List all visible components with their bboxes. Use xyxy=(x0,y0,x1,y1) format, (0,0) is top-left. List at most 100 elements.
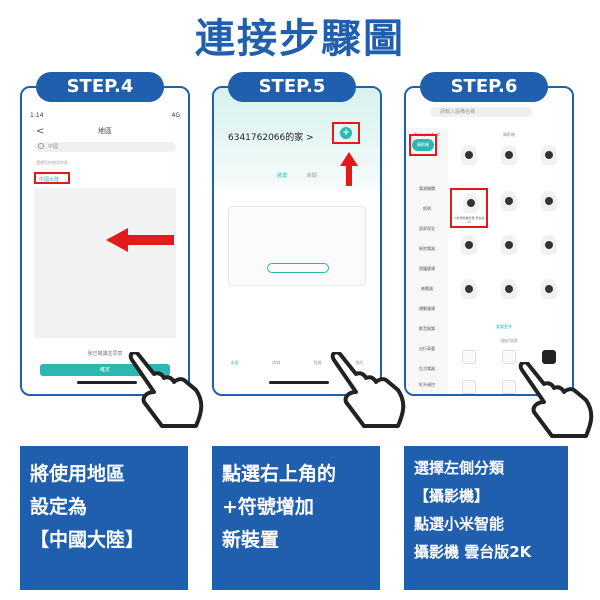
step-5-desc-line: 新裝置 xyxy=(222,529,280,551)
region-header: < 地區 xyxy=(22,126,188,154)
sidebar-item-kitchen[interactable]: 廚房電器 xyxy=(419,246,435,251)
nav-home[interactable]: 米家 xyxy=(230,360,239,365)
region-search-text: 中國 xyxy=(48,144,59,150)
camera-icon xyxy=(501,235,517,255)
step-6-desc-line: 【攝影機】 xyxy=(414,487,490,505)
sidebar-item-camera[interactable]: 攝影機 xyxy=(412,139,434,151)
step-6-desc-line: 點選小米智能 xyxy=(414,515,505,533)
sidebar-item-appliance[interactable]: 生活電器 xyxy=(419,366,435,371)
agreement-checkbox[interactable]: 我已閱讀並同意 xyxy=(87,351,123,357)
step-4-label: STEP.4 xyxy=(36,72,164,102)
step-6-label: STEP.6 xyxy=(420,72,548,102)
step-4-column: STEP.4 1:14 4G < 地區 中國 選擇您的使用地區 中國大陸 我已閱… xyxy=(20,72,198,402)
camera-icon xyxy=(461,235,477,255)
add-device-highlight: + xyxy=(332,122,360,144)
add-device-card-button[interactable] xyxy=(267,263,329,273)
sidebar-item-health[interactable]: 個護健康 xyxy=(419,266,435,271)
plug-product[interactable] xyxy=(462,380,476,394)
camera-icon xyxy=(501,191,517,211)
category-camera-highlight: 攝影機 xyxy=(409,134,437,156)
region-hint: 選擇您的使用地區 xyxy=(36,160,68,165)
step-4-desc-line: 【中國大陸】 xyxy=(30,529,145,551)
tab-devices[interactable]: 裝置 xyxy=(277,173,288,179)
camera-product[interactable] xyxy=(450,232,488,272)
sidebar-item-sensor[interactable]: 感應器 xyxy=(421,286,433,291)
section-plug-title: 插座/插頭 xyxy=(500,338,518,343)
home-indicator xyxy=(269,381,329,384)
camera-icon xyxy=(461,145,477,165)
step-5-desc-line: +符號增加 xyxy=(222,496,314,518)
plug-product[interactable] xyxy=(462,350,476,364)
sidebar-item-media[interactable]: 影音娛樂 xyxy=(419,326,435,331)
camera-icon xyxy=(461,279,477,299)
plug-product[interactable] xyxy=(542,350,556,364)
sidebar-item-ir[interactable]: 紅外遙控 xyxy=(419,382,435,387)
region-option-selected[interactable]: 中國大陸 xyxy=(34,172,70,184)
region-list xyxy=(34,188,176,338)
highlighted-product-name: 小米智能攝影機 雲台版2K xyxy=(453,216,485,224)
camera-icon xyxy=(501,279,517,299)
camera-product[interactable] xyxy=(530,142,568,182)
camera-icon xyxy=(541,145,557,165)
status-bar: 1:14 4G xyxy=(30,112,180,119)
nav-store[interactable]: 商城 xyxy=(272,360,281,365)
home-header-background xyxy=(214,88,380,188)
sidebar-item-security[interactable]: 居家保全 xyxy=(419,226,435,231)
step-4-phone-screenshot: 1:14 4G < 地區 中國 選擇您的使用地區 中國大陸 我已閱讀並同意 確定 xyxy=(20,86,190,396)
search-icon xyxy=(38,143,44,149)
camera-icon xyxy=(501,145,517,165)
pointing-hand-icon xyxy=(128,352,204,428)
camera-icon xyxy=(463,193,479,213)
camera-product[interactable] xyxy=(530,188,568,228)
nav-profile[interactable]: 我的 xyxy=(355,360,364,365)
sidebar-item-power[interactable]: 電源開關 xyxy=(419,186,435,191)
camera-product-highlighted[interactable]: 小米智能攝影機 雲台版2K xyxy=(450,188,488,228)
red-arrow-icon xyxy=(340,152,358,186)
camera-product[interactable] xyxy=(490,232,528,272)
step-6-desc-line: 選擇左側分類 xyxy=(414,459,505,477)
category-sidebar: New product 電源開關 照明 居家保全 廚房電器 個護健康 感應器 運… xyxy=(406,128,448,394)
step-5-desc-line: 點選右上角的 xyxy=(222,463,337,485)
step-5-label: STEP.5 xyxy=(228,72,356,102)
region-search-input[interactable]: 中國 xyxy=(34,142,176,152)
pointing-hand-icon xyxy=(330,352,406,428)
red-arrow-icon xyxy=(106,228,174,252)
device-search-input[interactable]: 請輸入設備名稱 xyxy=(430,107,532,117)
camera-product[interactable] xyxy=(490,188,528,228)
plug-product[interactable] xyxy=(502,350,516,364)
device-search-bar: 請輸入設備名稱 xyxy=(416,104,562,120)
camera-icon xyxy=(541,191,557,211)
sidebar-item-sports[interactable]: 運動健康 xyxy=(419,306,435,311)
step-6-desc-line: 攝影機 雲台版2K xyxy=(414,543,532,561)
camera-icon xyxy=(541,235,557,255)
page-title: 連接步驟圖 xyxy=(195,16,405,62)
camera-product[interactable] xyxy=(450,142,488,182)
camera-product[interactable] xyxy=(490,276,528,316)
product-grid: 攝影機 小米智能攝影機 雲台版2K 查看更多 插座/插頭 xyxy=(450,128,568,394)
step-4-desc-line: 設定為 xyxy=(30,496,88,518)
home-indicator xyxy=(77,381,137,384)
step-4-description: 將使用地區 設定為 【中國大陸】 xyxy=(20,446,188,590)
sidebar-item-vehicle[interactable]: 出行車載 xyxy=(419,346,435,351)
home-title[interactable]: 6341762066的家 > xyxy=(228,133,314,143)
nav-smart[interactable]: 智能 xyxy=(313,360,322,365)
step-6-phone-screenshot: 請輸入設備名稱 New product 電源開關 照明 居家保全 廚房電器 個護… xyxy=(404,86,574,396)
bottom-nav: 米家 商城 智能 我的 xyxy=(214,360,380,378)
back-icon[interactable]: < xyxy=(36,126,45,137)
home-tabs: 裝置 房間 xyxy=(214,172,380,179)
camera-product[interactable] xyxy=(450,276,488,316)
add-device-button[interactable]: + xyxy=(340,127,352,139)
step-5-phone-screenshot: 6341762066的家 > + 裝置 房間 米家 商城 智能 我的 xyxy=(212,86,382,396)
camera-product[interactable] xyxy=(490,142,528,182)
camera-product[interactable] xyxy=(530,232,568,272)
plug-product[interactable] xyxy=(502,380,516,394)
view-more-link[interactable]: 查看更多 xyxy=(496,324,512,329)
sidebar-item-lighting[interactable]: 照明 xyxy=(423,206,431,211)
tab-rooms[interactable]: 房間 xyxy=(306,173,317,179)
pointing-hand-icon xyxy=(518,362,594,438)
camera-product[interactable] xyxy=(530,276,568,316)
camera-icon xyxy=(541,279,557,299)
region-screen-title: 地區 xyxy=(98,127,112,135)
empty-device-card xyxy=(228,206,366,286)
